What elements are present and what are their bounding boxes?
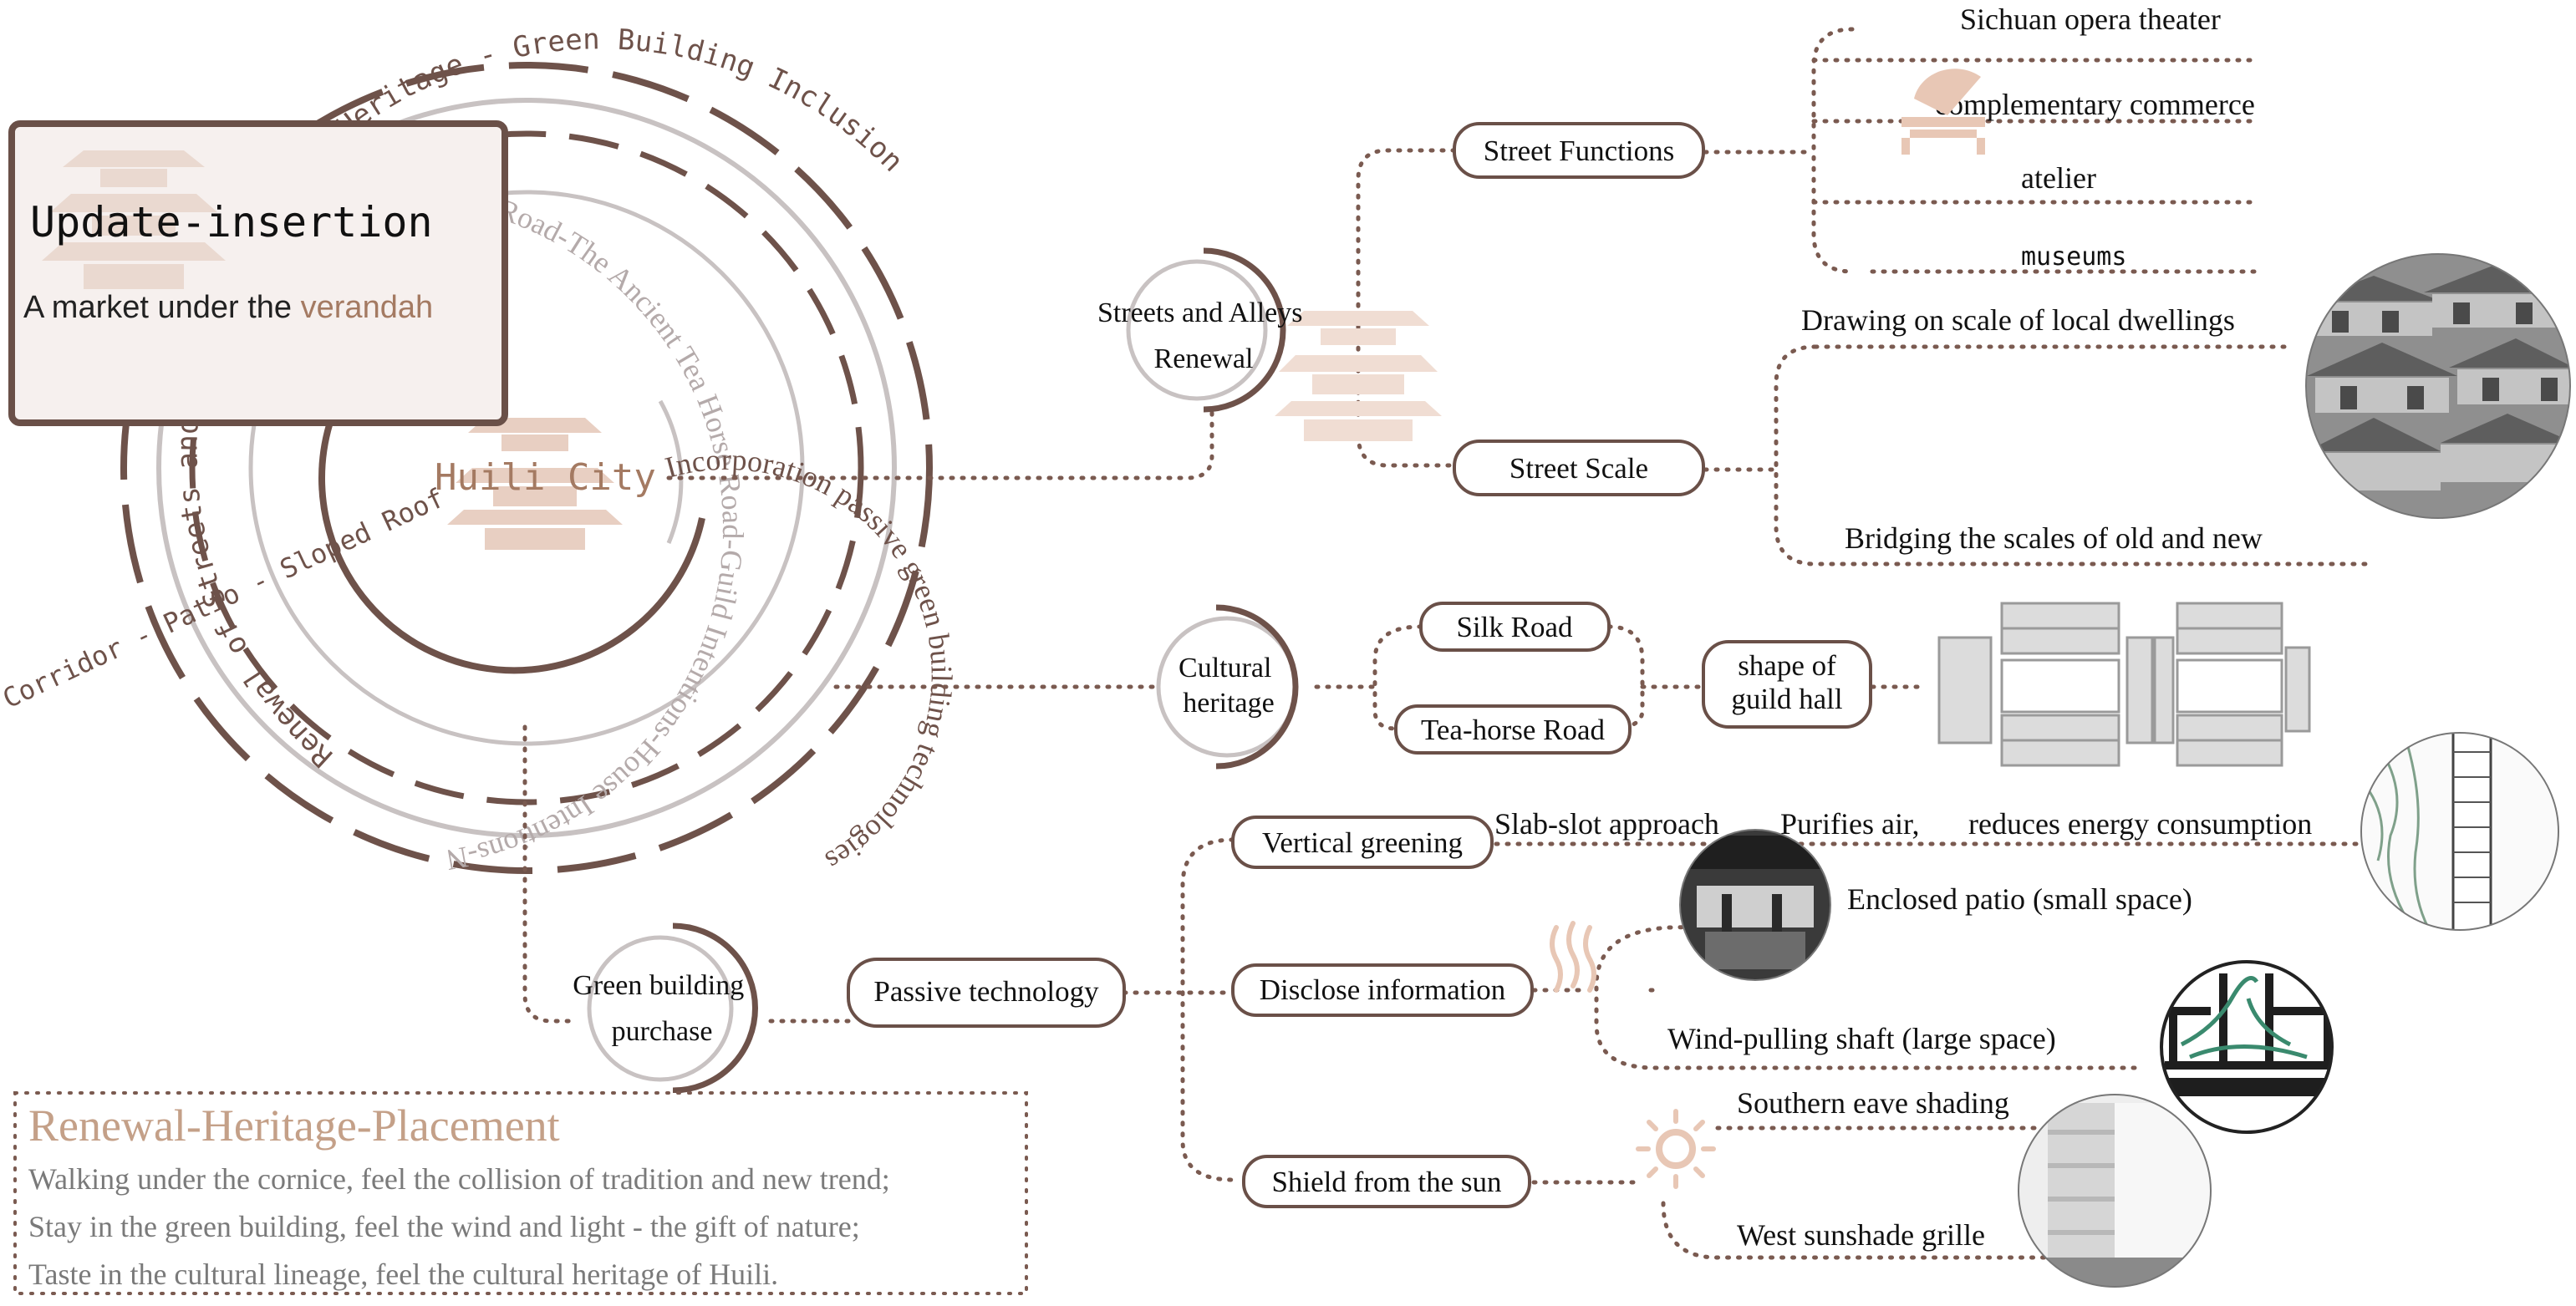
- streets-node: [1126, 247, 1286, 413]
- patio-label: Enclosed patio (small space): [1847, 882, 2192, 916]
- wind-shaft-section-icon: [2161, 962, 2332, 1132]
- heritage-label-line-2: heritage: [1183, 688, 1275, 719]
- heat-waves-icon: [1550, 921, 1596, 993]
- shaft-label: Wind-pulling shaft (large space): [1667, 1022, 2056, 1055]
- south-label: Southern eave shading: [1737, 1086, 2009, 1120]
- vertical-greening-pill: Vertical greening: [1262, 826, 1463, 859]
- passive-technology-pill: Passive technology: [873, 975, 1099, 1008]
- function-item-1: Sichuan opera theater: [1960, 3, 2221, 36]
- vertical-desc-3: reduces energy consumption: [1968, 807, 2312, 841]
- silk-road-pill: Silk Road: [1456, 611, 1573, 643]
- function-item-3: atelier: [2021, 161, 2096, 195]
- card-subtitle-accent: verandah: [301, 290, 433, 325]
- vertical-desc-2: Purifies air,: [1780, 807, 1920, 841]
- sun-icon: [1636, 1109, 1716, 1189]
- summary-line-2: Stay in the green building, feel the win…: [28, 1210, 860, 1243]
- update-insertion-card: Update-insertion A market under the vera…: [8, 120, 508, 426]
- dwellings-photo: [2306, 254, 2570, 518]
- guild-hall-plan-icon: [1937, 602, 2311, 767]
- green-node: [587, 922, 758, 1094]
- streets-pagoda-icon: [1275, 311, 1442, 441]
- pill-shapes: [847, 122, 1872, 1208]
- summary-box: Renewal-Heritage-Placement Walking under…: [13, 1091, 1028, 1295]
- disclose-information-pill: Disclose information: [1260, 973, 1506, 1006]
- center-pagoda-icon: [447, 418, 623, 550]
- streets-label: Streets and Alleys Renewal: [1097, 297, 1310, 374]
- guild-hall-pill-line-2: guild hall: [1731, 683, 1842, 715]
- function-item-2: complementary commerce: [1935, 88, 2255, 121]
- card-title: Update-insertion: [30, 198, 433, 246]
- wall-greening-photo: [2361, 733, 2558, 930]
- inner-light-arc: [658, 399, 684, 544]
- street-scale-pill: Street Scale: [1509, 452, 1648, 485]
- vertical-desc-1: Slab-slot approach: [1494, 807, 1719, 841]
- connector-lines: [522, 27, 2376, 1260]
- branch-texts: Sichuan opera theater complementary comm…: [1494, 3, 2312, 1252]
- heritage-label: Cultural heritage: [1179, 653, 1279, 719]
- summary-title: Renewal-Heritage-Placement: [28, 1100, 560, 1151]
- streets-label-line-2: Renewal: [1154, 343, 1254, 374]
- streets-label-line-1: Streets and Alleys: [1097, 297, 1303, 328]
- umbrella-table-icon: [1901, 69, 1985, 155]
- card-subtitle-plain: A market under the: [23, 290, 301, 325]
- card-subtitle: A market under the verandah: [23, 290, 433, 325]
- green-label-line-2: purchase: [612, 1016, 713, 1047]
- scale-item-1: Drawing on scale of local dwellings: [1801, 303, 2235, 337]
- function-item-4: museums: [2021, 242, 2126, 272]
- tea-horse-road-pill: Tea-horse Road: [1421, 714, 1606, 746]
- heritage-node: [1156, 604, 1299, 770]
- summary-line-1: Walking under the cornice, feel the coll…: [28, 1162, 890, 1196]
- center-label: Huili City: [435, 456, 656, 499]
- fourth-ring: [248, 190, 805, 746]
- green-label-line-1: Green building: [573, 970, 744, 1001]
- summary-line-3: Taste in the cultural lineage, feel the …: [28, 1258, 778, 1291]
- pill-labels: Street Functions Street Scale Silk Road …: [873, 135, 1843, 1198]
- shield-from-sun-pill: Shield from the sun: [1271, 1166, 1501, 1198]
- card-pagoda-icon: [42, 150, 226, 289]
- street-functions-pill: Street Functions: [1484, 135, 1674, 167]
- patio-photo: [1680, 830, 1830, 980]
- scale-item-2: Bridging the scales of old and new: [1845, 521, 2263, 555]
- grille-photo: [2019, 1095, 2211, 1287]
- green-label: Green building purchase: [573, 970, 751, 1047]
- heritage-label-line-1: Cultural: [1179, 653, 1271, 683]
- west-label: West sunshade grille: [1737, 1218, 1985, 1252]
- guild-hall-pill-line-1: shape of: [1738, 649, 1836, 682]
